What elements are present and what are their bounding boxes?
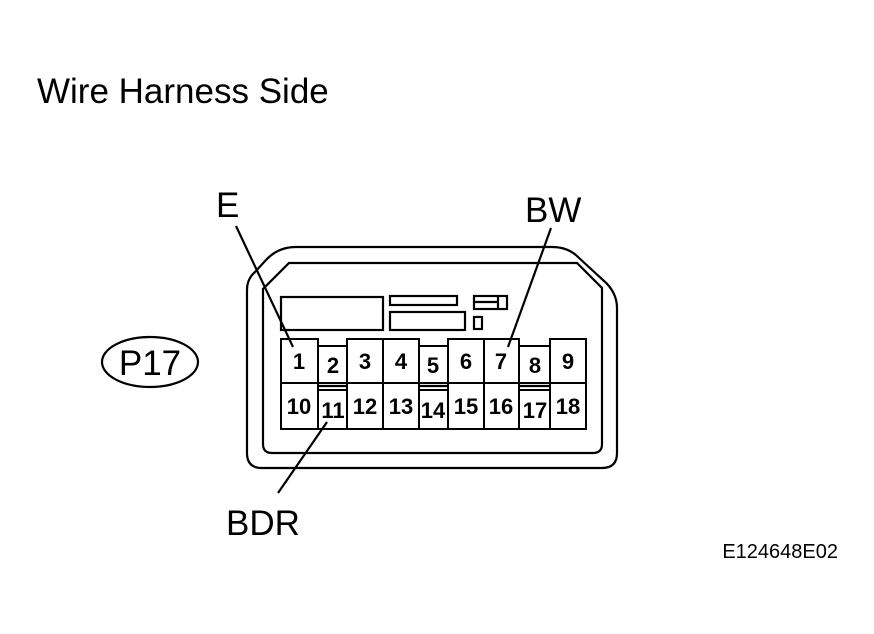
pin-number: 17 bbox=[523, 398, 547, 423]
pin-numbers-bottom: 10 11 12 13 14 15 16 17 18 bbox=[287, 394, 580, 423]
pin-number: 15 bbox=[454, 394, 478, 419]
pin-number: 16 bbox=[489, 394, 513, 419]
pin-cell-1 bbox=[280, 338, 319, 384]
pin-number: 6 bbox=[460, 349, 472, 374]
pin-number: 18 bbox=[556, 394, 580, 419]
connector-key-features bbox=[279, 294, 509, 332]
pin-number: 9 bbox=[562, 349, 574, 374]
connector-id-ellipse bbox=[100, 335, 200, 389]
pin-cell-2 bbox=[317, 345, 348, 384]
pin-cell-13 bbox=[382, 382, 420, 430]
connector-housing-outer bbox=[245, 245, 619, 470]
pin-number: 7 bbox=[495, 349, 507, 374]
leader-line-bdr bbox=[277, 421, 328, 494]
pin-number: 2 bbox=[327, 353, 339, 378]
pin-number: 14 bbox=[421, 398, 446, 423]
pin-number: 11 bbox=[321, 398, 344, 423]
pin-numbers-top: 1 2 3 4 5 6 7 8 9 bbox=[293, 349, 574, 378]
pin-number: 5 bbox=[427, 353, 439, 378]
pin-number: 12 bbox=[353, 394, 377, 419]
connector-housing-inner bbox=[261, 261, 604, 455]
pin-cell-18 bbox=[549, 382, 587, 430]
pin-cell-14 bbox=[418, 389, 449, 430]
pin-cell-9 bbox=[549, 338, 587, 384]
pin-number: 3 bbox=[359, 349, 371, 374]
page-title: Wire Harness Side bbox=[37, 72, 329, 111]
connector-id: P17 bbox=[119, 344, 181, 383]
figure-code: E124648E02 bbox=[722, 541, 838, 563]
pin-cell-15 bbox=[447, 382, 485, 430]
label-bdr: BDR bbox=[226, 504, 300, 543]
pin-number: 4 bbox=[395, 349, 408, 374]
leader-line-bw bbox=[506, 227, 553, 348]
pin-cell-16 bbox=[483, 382, 520, 430]
pin-cell-17 bbox=[518, 389, 551, 430]
pin-number: 10 bbox=[287, 394, 311, 419]
pin-row-top bbox=[280, 338, 587, 384]
label-bw: BW bbox=[525, 191, 581, 230]
pin-number: 13 bbox=[389, 394, 413, 419]
leader-line-e bbox=[235, 225, 294, 348]
pin-number: 8 bbox=[529, 353, 541, 378]
pin-cell-10 bbox=[280, 382, 319, 430]
pin-number: 1 bbox=[293, 349, 305, 374]
label-e: E bbox=[216, 186, 239, 225]
pin-row-bottom bbox=[280, 382, 587, 430]
